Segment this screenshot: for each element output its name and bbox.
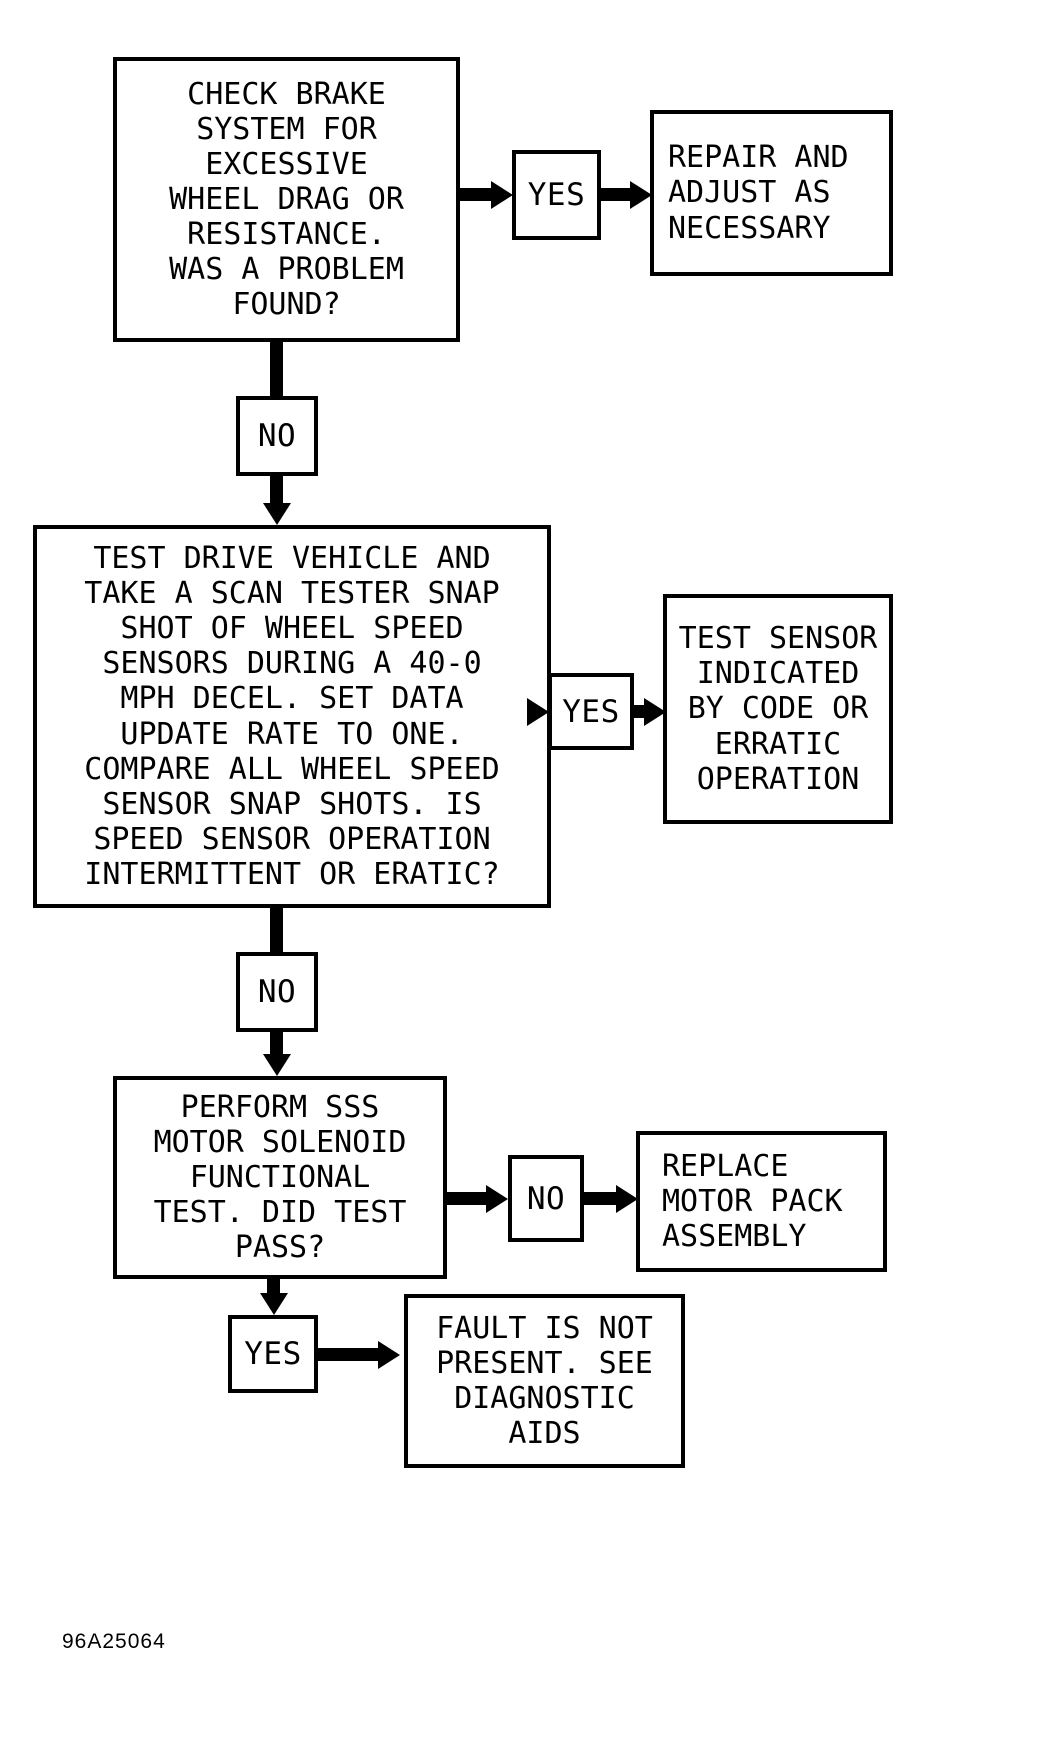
test-drive-text: TEST DRIVE VEHICLE AND TAKE A SCAN TESTE… [84, 541, 500, 892]
arrowhead-no2-to-perform [263, 1054, 291, 1076]
arrowhead-perform-to-yes3 [260, 1293, 288, 1315]
perform-sss-box: PERFORM SSS MOTOR SOLENOID FUNCTIONAL TE… [113, 1076, 447, 1279]
fault-not-present-text: FAULT IS NOT PRESENT. SEE DIAGNOSTIC AID… [436, 1310, 653, 1452]
arrowhead-check-to-yes1 [491, 181, 513, 209]
figure-caption: 96A25064 [62, 1630, 166, 1653]
arrowhead-yes3-to-fault [378, 1341, 400, 1369]
replace-motor-text: REPLACE MOTOR PACK ASSEMBLY [662, 1148, 843, 1255]
arrowhead-no3-to-replace [616, 1185, 638, 1213]
check-brake-text: CHECK BRAKE SYSTEM FOR EXCESSIVE WHEEL D… [169, 76, 404, 323]
arrowhead-perform-to-no3 [486, 1185, 508, 1213]
test-sensor-text: TEST SENSOR INDICATED BY CODE OR ERRATIC… [678, 621, 878, 797]
fault-not-present-box: FAULT IS NOT PRESENT. SEE DIAGNOSTIC AID… [404, 1294, 685, 1468]
decision-label-yes-3: YES [228, 1315, 318, 1393]
no-1-text: NO [257, 418, 297, 454]
decision-label-no-1: NO [236, 396, 318, 476]
arrowhead-testdrive-to-yes2 [527, 698, 549, 726]
edge-yes3-to-fault [318, 1348, 380, 1361]
edge-check-to-no1 [270, 342, 283, 396]
decision-label-no-2: NO [236, 952, 318, 1032]
edge-perform-to-yes3 [267, 1279, 280, 1297]
replace-motor-box: REPLACE MOTOR PACK ASSEMBLY [636, 1131, 887, 1272]
edge-testdrive-to-no2 [270, 908, 283, 956]
edge-no1-to-testdrive [270, 476, 283, 507]
check-brake-box: CHECK BRAKE SYSTEM FOR EXCESSIVE WHEEL D… [113, 57, 460, 342]
repair-adjust-text: REPAIR AND ADJUST AS NECESSARY [668, 140, 849, 246]
edge-no3-to-replace [584, 1192, 618, 1205]
edge-check-to-yes1 [460, 188, 495, 201]
yes-1-text: YES [527, 177, 586, 213]
test-drive-box: TEST DRIVE VEHICLE AND TAKE A SCAN TESTE… [33, 525, 551, 908]
perform-sss-text: PERFORM SSS MOTOR SOLENOID FUNCTIONAL TE… [153, 1089, 407, 1266]
repair-adjust-box: REPAIR AND ADJUST AS NECESSARY [650, 110, 893, 276]
decision-label-no-3: NO [508, 1155, 584, 1242]
no-3-text: NO [526, 1180, 566, 1217]
decision-label-yes-2: YES [548, 673, 634, 750]
yes-2-text: YES [562, 693, 620, 730]
test-sensor-box: TEST SENSOR INDICATED BY CODE OR ERRATIC… [663, 594, 893, 824]
arrowhead-no1-to-testdrive [263, 503, 291, 525]
no-2-text: NO [257, 974, 297, 1010]
edge-perform-to-no3 [447, 1192, 489, 1205]
arrowhead-yes1-to-repair [630, 181, 652, 209]
arrowhead-yes2-to-testsensor [644, 698, 666, 726]
edge-no2-to-perform [270, 1032, 283, 1058]
yes-3-text: YES [244, 1336, 302, 1372]
edge-yes1-to-repair [601, 188, 633, 201]
decision-label-yes-1: YES [512, 150, 601, 240]
